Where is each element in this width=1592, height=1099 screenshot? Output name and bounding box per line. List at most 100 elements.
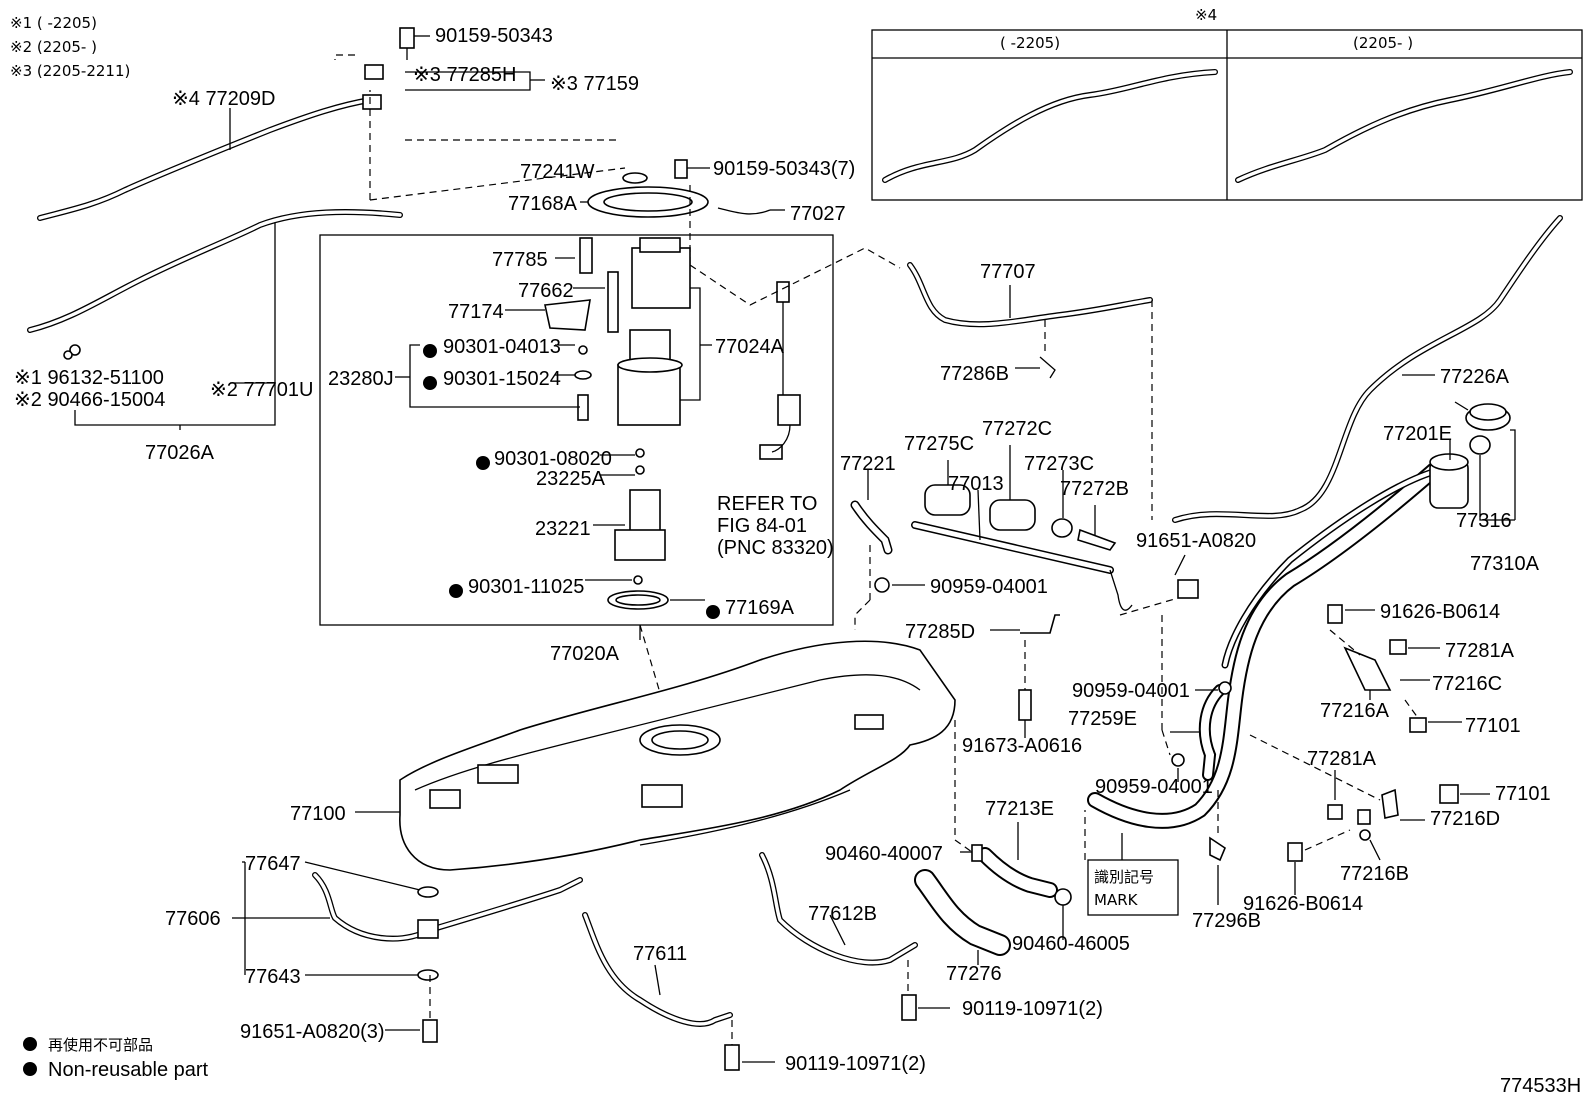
pipe-77701U (27, 209, 403, 333)
label-96132-51100: ※1 96132-51100 (14, 367, 164, 389)
label-77285H: ※3 77285H (413, 64, 517, 86)
label-77216A: 77216A (1320, 700, 1390, 722)
label-23225A: 23225A (536, 468, 606, 490)
bolt-90159-50343 (399, 27, 415, 49)
vent-pipes (27, 97, 403, 360)
label-90159-50343-7: 90159-50343(7) (713, 158, 855, 180)
label-77701U: ※2 77701U (210, 379, 314, 401)
label-77259E: 77259E (1068, 708, 1137, 730)
label-77174: 77174 (448, 301, 504, 323)
label-90460-40007: 90460-40007 (825, 843, 943, 865)
figure-id: 774533H (1500, 1075, 1581, 1097)
label-23221: 23221 (535, 518, 591, 540)
pipe-77209D (37, 97, 373, 221)
label-90959-04001-c: 90959-04001 (1095, 776, 1213, 798)
label-77100: 77100 (290, 803, 346, 825)
strap-77611 (582, 912, 733, 1027)
label-90301-11025: 90301-11025 (468, 576, 584, 598)
label-77296B: 77296B (1192, 910, 1261, 932)
gasket-77272C (989, 499, 1036, 531)
label-90159-50343: 90159-50343 (435, 25, 553, 47)
label-23280J: 23280J (328, 368, 394, 390)
label-77169A: 77169A (725, 597, 795, 619)
label-90301-08020: 90301-08020 (494, 448, 612, 470)
label-77216C: 77216C (1432, 673, 1502, 695)
label-77611: 77611 (633, 943, 687, 965)
label-90959-04001-a: 90959-04001 (930, 576, 1048, 598)
mark-label-en: MARK (1094, 891, 1139, 909)
label-91651-A0820: 91651-A0820 (1136, 530, 1256, 552)
gasket-77316 (1469, 435, 1491, 455)
label-77707: 77707 (980, 261, 1036, 283)
label-90301-15024: 90301-15024 (443, 368, 561, 390)
label-77226A: 77226A (1440, 366, 1510, 388)
label-90301-04013: 90301-04013 (443, 336, 561, 358)
label-77216B: 77216B (1340, 863, 1409, 885)
label-77785: 77785 (492, 249, 548, 271)
fuel-pump-module (544, 237, 801, 610)
mark-box (1087, 859, 1179, 916)
label-77316: 77316 (1456, 510, 1512, 532)
non-reusable-bullet-icon (23, 1037, 37, 1051)
label-refer-3: (PNC 83320) (717, 537, 834, 559)
label-77281A-b: 77281A (1307, 748, 1377, 770)
label-77027: 77027 (790, 203, 846, 225)
label-91626-B0614-b: 91626-B0614 (1243, 893, 1363, 915)
label-77024A: 77024A (715, 336, 785, 358)
label-77272C: 77272C (982, 418, 1052, 440)
label-77201E: 77201E (1383, 423, 1452, 445)
label-77275C: 77275C (904, 433, 974, 455)
inset-title: ※4 (1195, 6, 1217, 24)
pump-23221 (629, 489, 661, 536)
hose-77272B (1077, 528, 1117, 551)
non-reusable-bullet-icon (23, 1062, 37, 1076)
label-77285D: 77285D (905, 621, 975, 643)
bracket-77216D (1381, 788, 1399, 819)
label-90119-10971-a: 90119-10971(2) (962, 998, 1103, 1020)
label-77209D: ※4 77209D (172, 88, 276, 110)
fuel-tank-77100 (399, 640, 956, 871)
label-77310A: 77310A (1470, 553, 1540, 575)
label-77286B: 77286B (940, 363, 1009, 385)
label-90460-46005: 90460-46005 (1012, 933, 1130, 955)
note-3: ※3 (2205-2211) (10, 62, 130, 80)
bolt-91651-A0820 (422, 1019, 438, 1043)
note-1: ※1 ( -2205) (10, 14, 97, 32)
label-77612B: 77612B (808, 903, 877, 925)
inset-right-header: (2205- ) (1353, 34, 1413, 52)
label-77272B: 77272B (1060, 478, 1129, 500)
label-77216D: 77216D (1430, 808, 1500, 830)
label-77221: 77221 (840, 453, 896, 475)
label-77026A: 77026A (145, 442, 215, 464)
bracket-77216A (1343, 646, 1392, 691)
inset-left-header: ( -2205) (1000, 34, 1060, 52)
label-77020A: 77020A (550, 643, 620, 665)
label-90466-15004: ※2 90466-15004 (14, 389, 165, 411)
pump-assembly-frame (319, 234, 834, 626)
label-refer-2: FIG 84-01 (717, 515, 807, 537)
label-91626-B0614-a: 91626-B0614 (1380, 601, 1500, 623)
mark-label-jp: 識別記号 (1094, 868, 1154, 886)
label-91651-A0820-3: 91651-A0820(3) (240, 1021, 385, 1043)
label-77273C: 77273C (1024, 453, 1094, 475)
label-77213E: 77213E (985, 798, 1054, 820)
legend-jp: 再使用不可部品 (48, 1036, 153, 1054)
label-refer-1: REFER TO (717, 493, 817, 515)
label-77168A: 77168A (508, 193, 578, 215)
label-77606: 77606 (165, 908, 221, 930)
label-77662: 77662 (518, 280, 574, 302)
label-90119-10971-b: 90119-10971(2) (785, 1053, 926, 1075)
label-77276: 77276 (946, 963, 1002, 985)
label-77159: ※3 77159 (550, 73, 639, 95)
label-77101-b: 77101 (1495, 783, 1551, 805)
label-90959-04001-b: 90959-04001 (1072, 680, 1190, 702)
label-91673-A0616: 91673-A0616 (962, 735, 1082, 757)
label-77647: 77647 (245, 853, 301, 875)
inset-variants: ※4 ( -2205) (2205- ) (871, 6, 1583, 201)
note-2: ※2 (2205- ) (10, 38, 97, 56)
legend-en: Non-reusable part (48, 1059, 209, 1081)
label-77101-a: 77101 (1465, 715, 1521, 737)
label-77241W: 77241W (520, 161, 595, 183)
